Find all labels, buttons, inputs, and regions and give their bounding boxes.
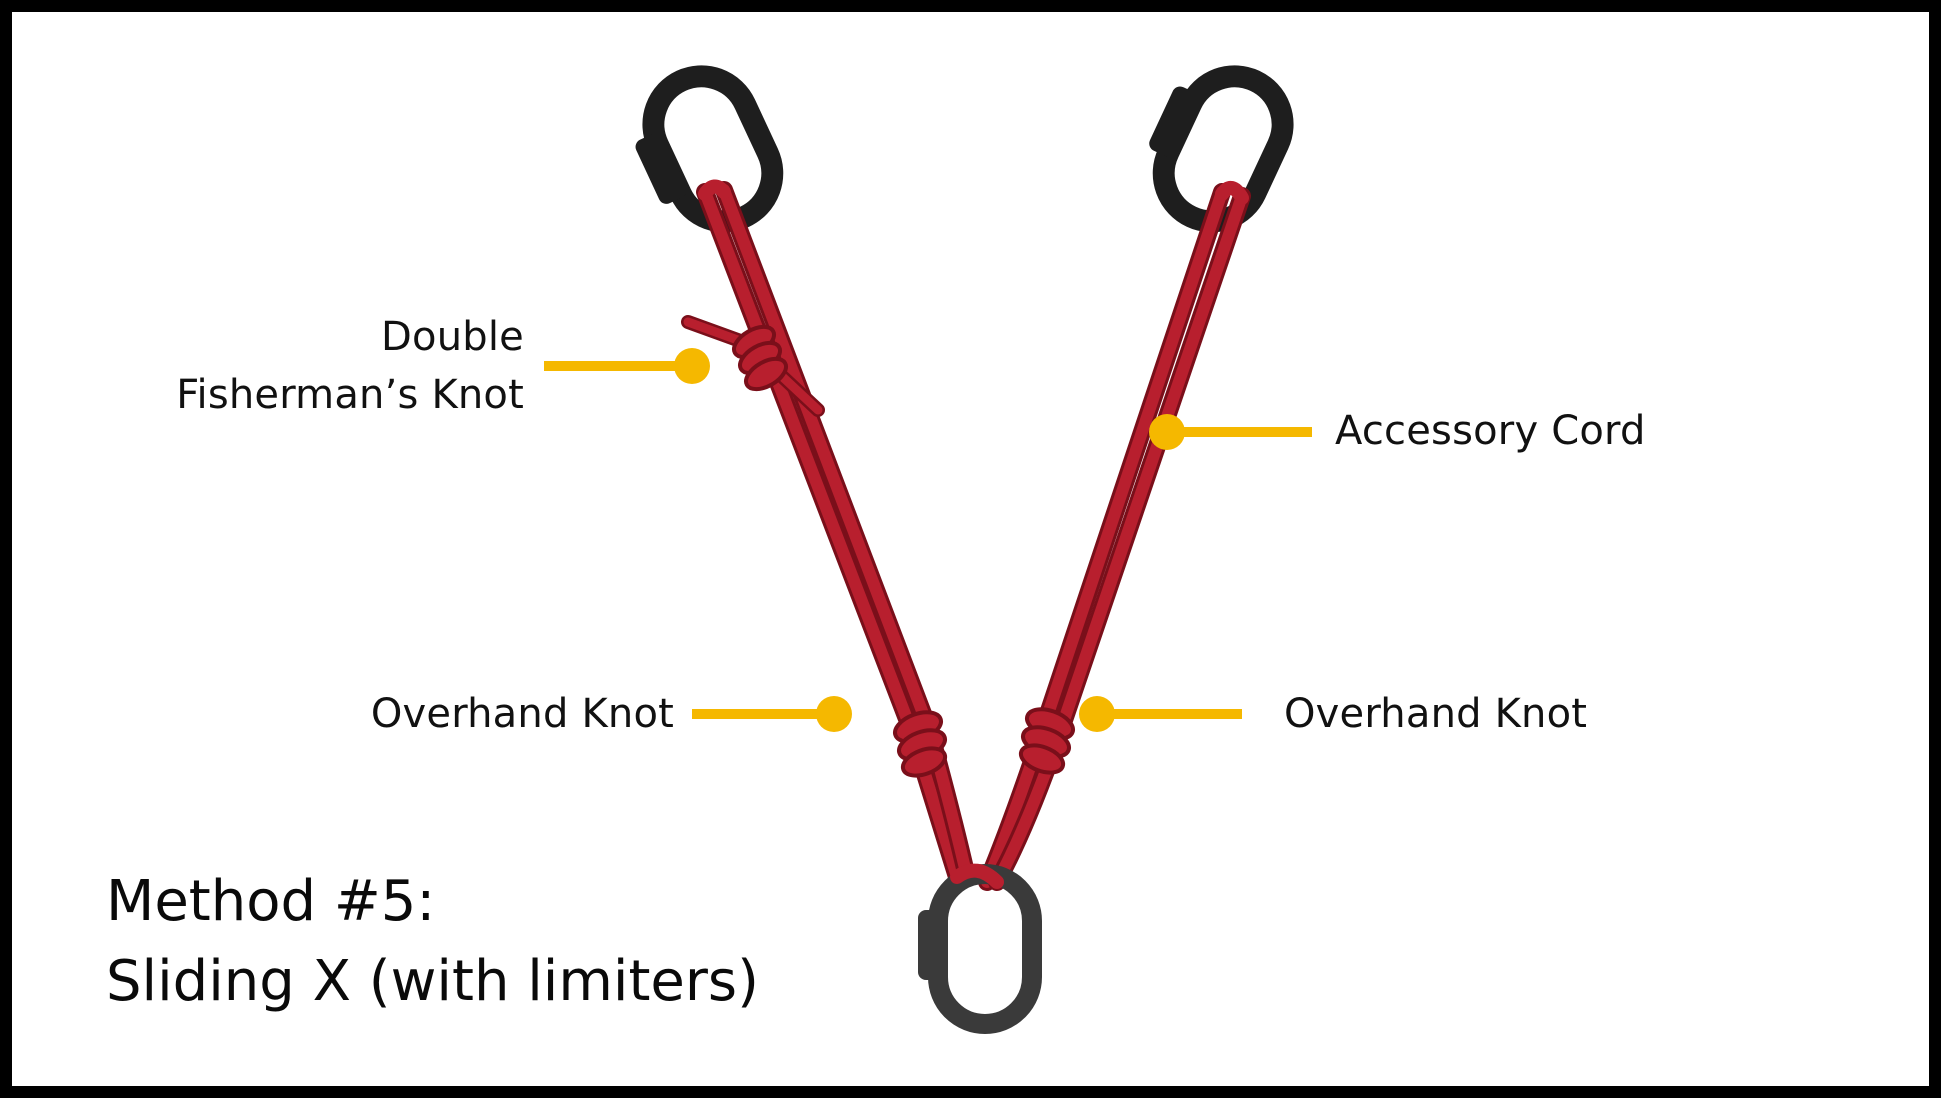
- double-fishermans-knot: [732, 324, 788, 392]
- diagram-canvas: Double Fisherman’s Knot Accessory Cord O…: [12, 12, 1929, 1086]
- overhand-knot-right: [1018, 707, 1075, 775]
- callout-overhand-left: [692, 696, 852, 732]
- top-left-carabiner: [635, 65, 784, 233]
- accessory-cord-label: Accessory Cord: [1335, 408, 1646, 454]
- fishermans-knot-label-line1: Double: [381, 314, 524, 360]
- top-right-carabiner: [1149, 65, 1294, 233]
- accessory-cord: [681, 179, 1251, 891]
- callout-overhand-right: [1079, 696, 1242, 732]
- overhand-knot-left-label: Overhand Knot: [370, 691, 674, 737]
- method-title: Method #5: Sliding X (with limiters): [106, 862, 759, 1022]
- method-title-line2: Sliding X (with limiters): [106, 949, 759, 1014]
- method-title-line1: Method #5:: [106, 869, 436, 934]
- fishermans-knot-label: Double Fisherman’s Knot: [132, 308, 524, 424]
- master-point-carabiner: [918, 863, 1042, 1034]
- overhand-knot-right-label: Overhand Knot: [1284, 691, 1588, 737]
- callout-fishermans: [544, 348, 710, 384]
- overhand-knot-left: [893, 710, 948, 778]
- fishermans-knot-label-line2: Fisherman’s Knot: [176, 372, 524, 418]
- anchor-diagram: [544, 65, 1312, 1034]
- callout-accessory-cord: [1149, 414, 1312, 450]
